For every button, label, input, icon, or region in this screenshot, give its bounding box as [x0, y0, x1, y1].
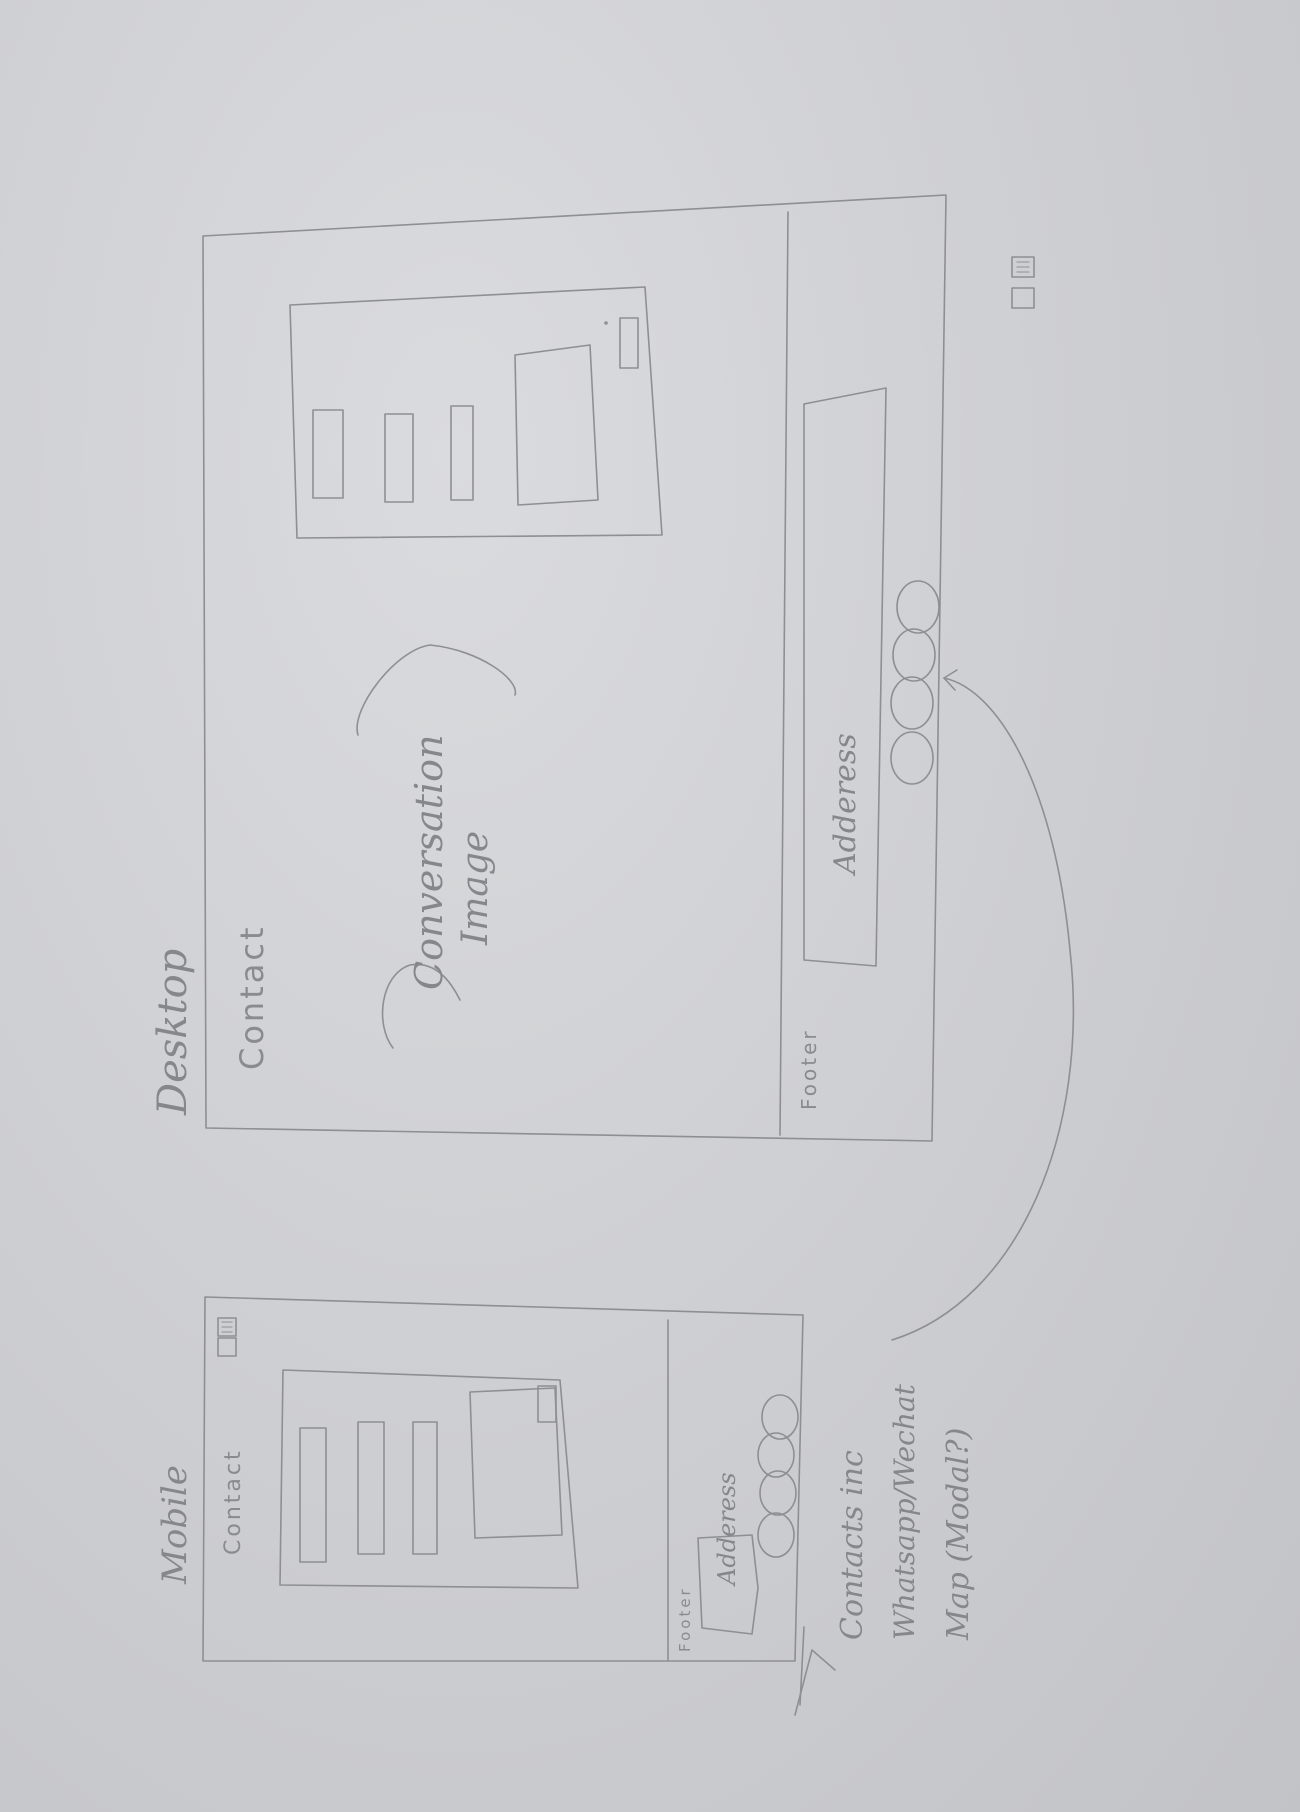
mobile-frame [202, 1296, 804, 1662]
desktop-form-field-3 [450, 405, 474, 501]
desktop-contact-circle-3 [890, 676, 934, 730]
desktop-contact-circle-1 [896, 580, 940, 634]
mobile-address-label: Adderess [713, 1472, 741, 1587]
annotation-line-1: Contacts inc [835, 1450, 870, 1640]
desktop-header-icon-a [1011, 287, 1035, 309]
desktop-footer-label: Footer [797, 1028, 821, 1110]
mobile-wireframe: Mobile Contact Footer Adderess [155, 1296, 804, 1662]
annotation-arrowhead-desktop [943, 669, 958, 691]
desktop-address-box [803, 387, 887, 967]
mobile-contact-circle-4 [757, 1512, 795, 1558]
desktop-form-message-box [514, 344, 599, 506]
desktop-image-arc-top [356, 644, 517, 736]
desktop-image-line1: Conversation [407, 735, 451, 990]
mobile-form-field-1 [299, 1427, 327, 1563]
mobile-heading: Mobile [155, 1465, 195, 1585]
mobile-contact-circle-1 [761, 1394, 799, 1440]
desktop-form-send-button [619, 317, 639, 369]
mobile-contact-form [279, 1369, 579, 1589]
annotation-line-2: Whatsapp/Wechat [888, 1383, 921, 1640]
annotation-arrow-desktop [891, 677, 1075, 1341]
desktop-heading: Desktop [150, 949, 196, 1116]
mobile-address-box [697, 1534, 759, 1635]
desktop-image-arc-bottom [381, 963, 461, 1049]
desktop-contact-circle-2 [892, 628, 936, 682]
mobile-header-icon-b [217, 1317, 237, 1337]
mobile-form-field-2 [357, 1421, 385, 1555]
desktop-footer-divider [779, 211, 789, 1136]
desktop-form-field-1 [312, 409, 344, 499]
desktop-form-field-2 [384, 413, 414, 503]
mobile-menu-icon-lines [221, 1321, 233, 1333]
desktop-image-line2: Image [455, 831, 496, 946]
desktop-header-icon-b [1011, 256, 1035, 278]
mobile-form-message-box [469, 1387, 563, 1539]
desktop-wireframe: Desktop Contact Conversation Image Foote… [150, 194, 1035, 1142]
desktop-form-dot [604, 321, 608, 325]
mobile-form-field-3 [412, 1421, 438, 1555]
desktop-frame [202, 194, 947, 1142]
desktop-title: Contact [233, 925, 271, 1071]
mobile-header-icon-a [217, 1337, 237, 1357]
desktop-address-label: Adderess [828, 733, 863, 877]
mobile-contact-circle-3 [759, 1470, 797, 1516]
mobile-form-send-button [537, 1385, 557, 1423]
mobile-contact-circle-2 [757, 1432, 795, 1478]
annotation-arrowhead-mobile [794, 1649, 836, 1716]
annotation-line-3: Map (Modal?) [941, 1428, 976, 1641]
mobile-title: Contact [221, 1448, 246, 1555]
annotation: Contacts inc Whatsapp/Wechat Map (Modal?… [794, 669, 1075, 1716]
desktop-menu-icon-lines [1016, 261, 1030, 273]
desktop-contact-circle-4 [890, 731, 934, 785]
desktop-contact-form [289, 286, 663, 539]
mobile-footer-label: Footer [676, 1586, 694, 1652]
